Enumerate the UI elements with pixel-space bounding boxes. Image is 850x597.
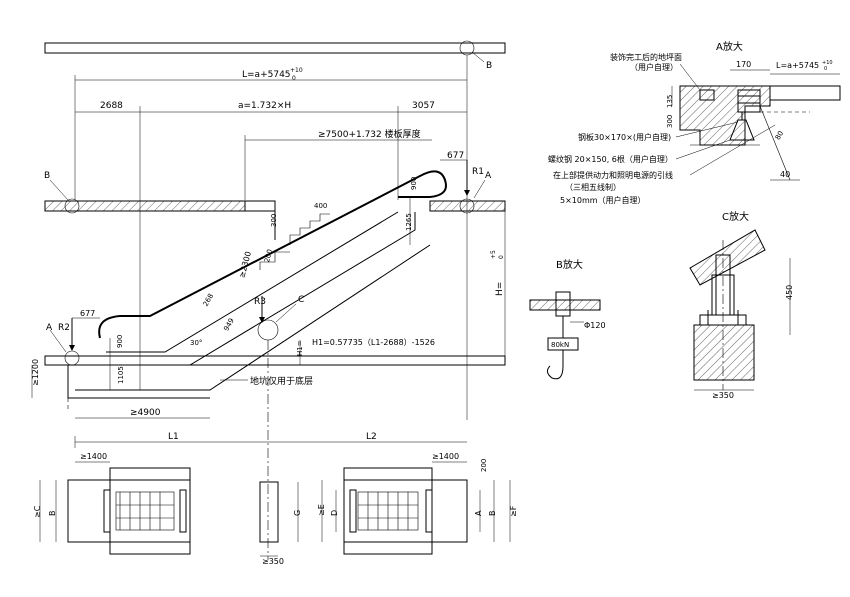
upper-floor-slab-left: [44, 200, 246, 212]
dim-floor-thick: ≥7500+1.732 楼板厚度: [318, 128, 421, 140]
plan-left: [67, 467, 191, 555]
label-a-top: A: [485, 171, 492, 181]
dim-a-plan: A: [474, 510, 483, 516]
lower-floor-slab: [44, 355, 506, 366]
label-b-left: B: [44, 171, 50, 181]
detail-a-d40: 40: [780, 170, 790, 179]
detail-a-d300: 300: [666, 115, 674, 128]
dim-f: ≥F: [509, 505, 518, 517]
plan-right: [343, 467, 468, 555]
dim-c-left: ≥C: [33, 505, 42, 518]
detail-a-title: A放大: [716, 40, 743, 53]
dim-1400-right: ≥1400: [432, 452, 459, 461]
label-r1: R1: [472, 167, 484, 177]
dim-949: 949: [222, 317, 236, 333]
detail-c-title: C放大: [722, 210, 749, 223]
upper-floor-slab-right: [429, 200, 506, 212]
detail-a-note-size: 5×10mm（用户自理）: [560, 195, 646, 205]
dim-677-bot: 677: [80, 309, 95, 318]
label-r3: R3: [254, 297, 266, 307]
dim-1105: 1105: [117, 366, 125, 384]
detail-c-marker: [257, 319, 279, 341]
dim-b-plan: B: [488, 511, 497, 517]
dim-400: 400: [314, 202, 327, 210]
detail-c-d350: ≥350: [712, 391, 734, 400]
detail-a-l-total: L=a+5745: [776, 61, 819, 70]
dim-350-plan: ≥350: [262, 557, 284, 566]
detail-a-note-floor: 装饰完工后的地坪面: [610, 52, 682, 62]
dim-900-top: 900: [410, 177, 418, 190]
detail-b-marker-left: [64, 198, 80, 214]
dim-900-bot: 900: [116, 335, 124, 348]
dim-l-total: L=a+5745: [242, 70, 291, 80]
detail-a-d135: 135: [666, 95, 674, 108]
detail-a-note-power-sub: （三相五线制）: [565, 182, 621, 192]
dim-200: 200: [263, 248, 274, 263]
dim-1400-left: ≥1400: [80, 452, 107, 461]
detail-b-title: B放大: [556, 258, 583, 271]
detail-a-marker-top: [459, 198, 475, 214]
dim-a-formula: a=1.732×H: [238, 101, 291, 111]
detail-a-d80: 80: [774, 130, 785, 142]
steps: [259, 213, 330, 270]
detail-b-load: 80kN: [551, 341, 569, 349]
dim-677-top: 677: [447, 151, 464, 161]
dim-300: 300: [270, 214, 278, 227]
label-a-bot: A: [46, 323, 53, 333]
note-pit: 地坑仅用于底层: [250, 375, 313, 387]
dim-g: G: [293, 510, 302, 516]
detail-b-phi: Φ120: [584, 321, 606, 330]
dim-h1-formula: H1=0.57735（L1-2688）-1526: [312, 338, 435, 347]
detail-a-section: [679, 85, 841, 181]
dim-tol-top: +10: [290, 67, 303, 74]
detail-a-d170: 170: [736, 60, 751, 69]
dim-d: D: [330, 510, 339, 516]
dim-268: 268: [202, 292, 216, 308]
dim-1265: 1265: [405, 213, 413, 231]
dim-right-len: 3057: [412, 101, 435, 111]
detail-a-note-bolt: 螺纹钢 20×150, 6根（用户自理）: [548, 154, 673, 164]
upper-slab: [44, 42, 506, 54]
dim-l2: L2: [366, 432, 377, 442]
label-r2: R2: [58, 323, 70, 333]
dim-tol-bot: 0: [292, 75, 296, 82]
dim-h: H=: [495, 282, 505, 296]
dim-200-plan: 200: [480, 459, 488, 472]
dim-h-tol-top: +5: [490, 250, 497, 259]
dim-1200: ≥1200: [31, 359, 40, 386]
dim-h-tol-bot: 0: [498, 255, 505, 259]
label-c: C: [298, 295, 304, 305]
detail-a-note-floor-sub: （用户自理）: [630, 62, 678, 72]
detail-a-note-steel: 钢板30×170×(用户自理): [578, 132, 671, 142]
detail-a-tol-bot: 0: [824, 66, 827, 72]
label-b-topright: B: [486, 61, 492, 71]
detail-a-marker-bottom: [64, 350, 80, 366]
handrail-profile: [98, 170, 447, 339]
detail-a-tol-top: +10: [822, 60, 833, 66]
detail-c-d450: 450: [785, 285, 794, 300]
dim-b-left: B: [48, 511, 57, 517]
detail-c-section: [689, 229, 766, 390]
dim-l1: L1: [168, 432, 179, 442]
plan-pit: [259, 481, 279, 543]
detail-a-note-power: 在上部提供动力和照明电源的引线: [553, 170, 673, 180]
dim-left-len: 2688: [100, 101, 123, 111]
dim-4900: ≥4900: [130, 408, 161, 418]
detail-b-hook: [529, 291, 601, 380]
dim-30deg: 30°: [190, 339, 202, 347]
dim-e: ≥E: [317, 504, 326, 516]
